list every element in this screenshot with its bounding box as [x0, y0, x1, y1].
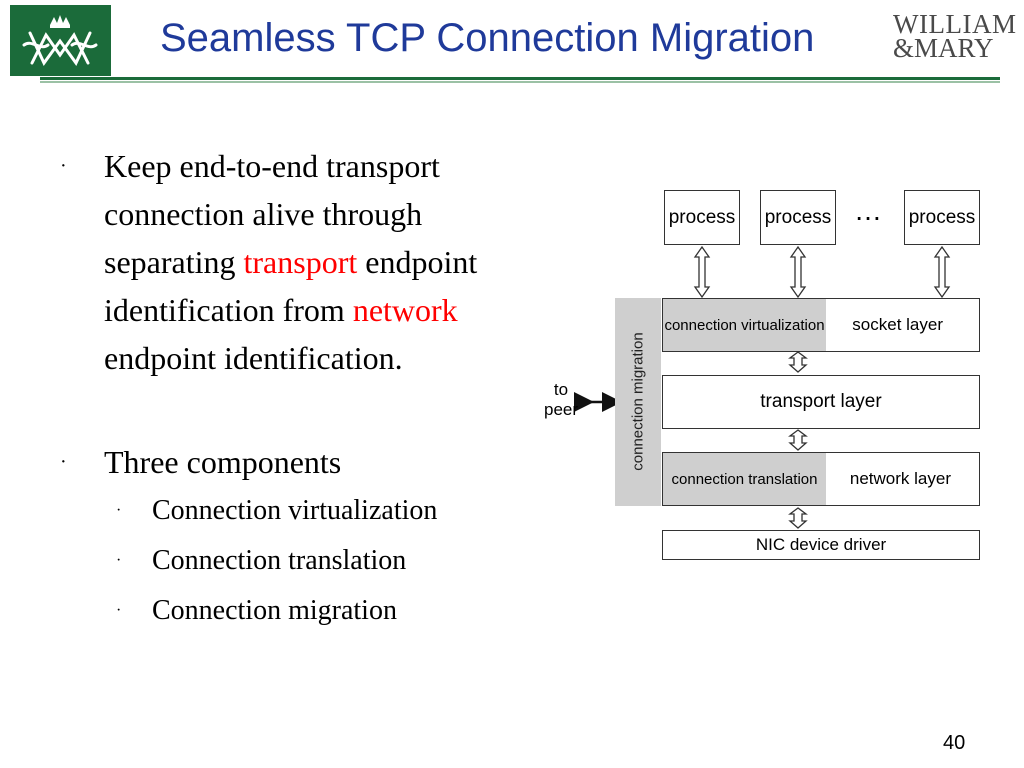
- architecture-diagram: process process … process connection mig…: [528, 185, 988, 565]
- sub-bullet-virtualization: · Connection virtualization: [60, 486, 530, 536]
- bullet-dot-icon: ·: [60, 451, 67, 473]
- process-box-3: process: [904, 190, 980, 245]
- sub-bullet-migration: · Connection migration: [60, 586, 530, 636]
- migration-bar: [615, 298, 661, 506]
- bullet-text-1a: Keep end-to-end transport connection ali…: [104, 148, 440, 280]
- bullet-text-1c: endpoint identification.: [104, 340, 403, 376]
- sub-bullet-dot-icon: ·: [116, 602, 122, 619]
- process-box-1: process: [664, 190, 740, 245]
- socket-layer-label: socket layer: [852, 315, 943, 334]
- transport-layer-box: transport layer: [662, 375, 980, 429]
- connection-virtualization-box: connection virtualization: [662, 298, 826, 352]
- highlight-transport: transport: [243, 244, 358, 280]
- more-processes-ellipsis: …: [854, 195, 882, 226]
- sub-bullet-dot-icon: ·: [116, 552, 122, 569]
- header-rule-light: [40, 81, 1000, 83]
- bullet-dot-icon: ·: [60, 155, 67, 177]
- peer-line1: to: [553, 380, 569, 399]
- sub-bullet-text: Connection migration: [152, 595, 397, 626]
- cypher-emblem-icon: [22, 15, 98, 66]
- wordmark-line2: &MARY: [893, 33, 994, 63]
- bullet-text-1b: endpoint identification from: [104, 244, 478, 328]
- sub-bullet-translation: · Connection translation: [60, 536, 530, 586]
- connection-translation-box: connection translation: [662, 452, 826, 506]
- bullet-text-2: Three components: [104, 444, 342, 480]
- william-mary-wordmark: WILLIAM &MARY: [893, 9, 1017, 63]
- bullet-list: · Keep end-to-end transport connection a…: [60, 142, 530, 636]
- highlight-network: network: [352, 292, 458, 328]
- bullet-components: · Three components: [60, 438, 530, 486]
- process-box-2: process: [760, 190, 836, 245]
- sub-bullet-text: Connection translation: [152, 545, 407, 576]
- migration-label: connection migration: [629, 332, 647, 471]
- slide-title: Seamless TCP Connection Migration: [160, 16, 815, 60]
- bullet-keep-alive: · Keep end-to-end transport connection a…: [60, 142, 530, 382]
- diagram-arrows: [574, 245, 951, 529]
- sub-bullet-text: Connection virtualization: [152, 495, 438, 526]
- network-layer-label: network layer: [849, 469, 951, 488]
- to-peer-label: to peer: [536, 380, 586, 420]
- nic-driver-box: NIC device driver: [662, 530, 980, 560]
- peer-line2: peer: [543, 400, 579, 419]
- college-logo: [10, 5, 111, 76]
- page-number: 40: [943, 732, 966, 754]
- wordmark-line1: WILLIAM: [893, 9, 1017, 39]
- sub-bullet-dot-icon: ·: [116, 502, 122, 519]
- header-rule: [40, 77, 1000, 80]
